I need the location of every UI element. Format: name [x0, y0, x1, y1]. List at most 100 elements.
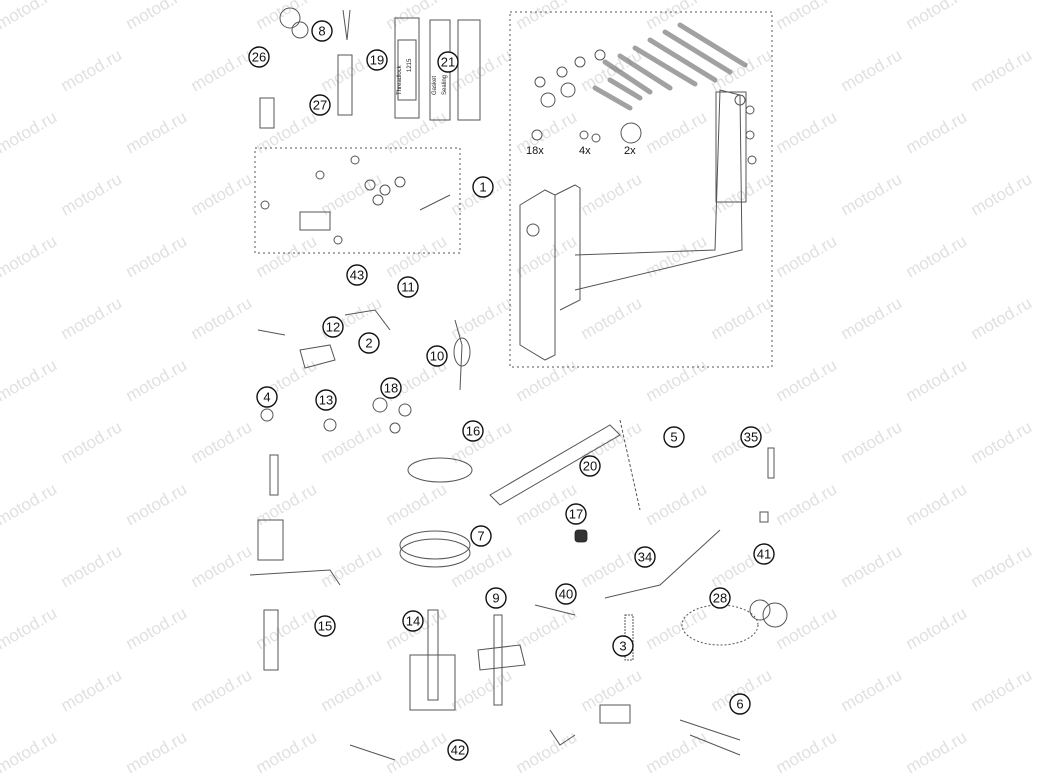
callout-42: 42: [447, 739, 469, 761]
svg-text:6: 6: [736, 697, 743, 712]
callout-4: 4: [256, 386, 278, 408]
svg-text:12: 12: [326, 320, 340, 335]
watermark-text: motod.ru: [123, 479, 191, 529]
watermark-text: motod.ru: [383, 479, 451, 529]
callout-16: 16: [462, 420, 484, 442]
watermark-text: motod.ru: [123, 355, 191, 405]
watermark-text: motod.ru: [513, 355, 581, 405]
work-stand-drawing: [509, 11, 773, 368]
watermark-text: motod.ru: [58, 541, 126, 591]
svg-text:15: 15: [318, 619, 332, 634]
watermark-text: motod.ru: [123, 0, 191, 33]
watermark-text: motod.ru: [253, 107, 321, 157]
quantity-label-2x: 2x: [624, 145, 636, 157]
lower-parts-drawing: [349, 447, 788, 761]
watermark-text: motod.ru: [188, 541, 256, 591]
watermark-text: motod.ru: [968, 169, 1036, 219]
watermark-text: motod.ru: [643, 231, 711, 281]
watermark-text: motod.ru: [903, 107, 971, 157]
watermark-text: motod.ru: [58, 45, 126, 95]
svg-text:14: 14: [406, 614, 420, 629]
watermark-text: motod.ru: [188, 45, 256, 95]
watermark-text: motod.ru: [123, 727, 191, 777]
watermark-text: motod.ru: [968, 45, 1036, 95]
bottle-label-gasket: Gasket: [432, 76, 438, 95]
watermark-text: motod.ru: [838, 417, 906, 467]
watermark-text: motod.ru: [968, 665, 1036, 715]
watermark-text: motod.ru: [643, 479, 711, 529]
watermark-text: motod.ru: [643, 107, 711, 157]
watermark-text: motod.ru: [383, 0, 451, 33]
watermark-text: motod.ru: [0, 479, 60, 529]
watermark-text: motod.ru: [383, 107, 451, 157]
part-drawings: Threadlock 1215 Gasket Sealing: [249, 7, 788, 761]
callout-12: 12: [322, 316, 344, 338]
svg-text:18: 18: [384, 381, 398, 396]
svg-text:3: 3: [619, 639, 626, 654]
watermark-text: motod.ru: [903, 0, 971, 33]
watermark-text: motod.ru: [448, 541, 516, 591]
watermark-text: motod.ru: [513, 231, 581, 281]
watermark-text: motod.ru: [643, 727, 711, 777]
watermark-text: motod.ru: [253, 727, 321, 777]
bottle-label-sealing: Sealing: [442, 75, 448, 95]
watermark-text: motod.ru: [773, 355, 841, 405]
watermark-text: motod.ru: [188, 417, 256, 467]
watermark-text: motod.ru: [253, 0, 321, 33]
mid-parts-drawing: [257, 309, 471, 434]
watermark-text: motod.ru: [968, 541, 1036, 591]
watermark-text: motod.ru: [838, 45, 906, 95]
watermark-text: motod.ru: [123, 603, 191, 653]
svg-text:13: 13: [319, 393, 333, 408]
watermark-text: motod.ru: [513, 727, 581, 777]
watermark-text: motod.ru: [253, 231, 321, 281]
watermark-text: motod.ru: [448, 293, 516, 343]
callout-14: 14: [402, 610, 424, 632]
watermark-text: motod.ru: [773, 231, 841, 281]
svg-text:26: 26: [252, 50, 266, 65]
watermark-text: motod.ru: [708, 293, 776, 343]
watermark-text: motod.ru: [123, 231, 191, 281]
puller-drawing: [249, 454, 341, 671]
svg-text:10: 10: [430, 349, 444, 364]
watermark-text: motod.ru: [578, 293, 646, 343]
ring-tools-drawing: [399, 419, 641, 568]
watermark-text: motod.ru: [708, 417, 776, 467]
svg-text:19: 19: [370, 53, 384, 68]
svg-text:41: 41: [757, 547, 771, 562]
svg-text:34: 34: [638, 550, 652, 565]
callout-6: 6: [729, 693, 751, 715]
watermark-text: motod.ru: [123, 107, 191, 157]
svg-text:7: 7: [477, 529, 484, 544]
watermark-text: motod.ru: [0, 231, 60, 281]
watermark-text: motod.ru: [0, 603, 60, 653]
callout-9: 9: [485, 587, 507, 609]
watermark-text: motod.ru: [578, 541, 646, 591]
callout-19: 19: [366, 49, 388, 71]
fittings-box-drawing: [254, 147, 461, 254]
svg-text:27: 27: [313, 98, 327, 113]
watermark-text: motod.ru: [968, 293, 1036, 343]
svg-text:9: 9: [492, 591, 499, 606]
watermark-text: motod.ru: [708, 45, 776, 95]
svg-text:43: 43: [350, 268, 364, 283]
watermark-text: motod.ru: [773, 0, 841, 33]
svg-text:28: 28: [713, 591, 727, 606]
watermark-text: motod.ru: [253, 603, 321, 653]
watermark-text: motod.ru: [903, 727, 971, 777]
watermark-text: motod.ru: [58, 169, 126, 219]
watermark-text: motod.ru: [643, 355, 711, 405]
watermark-text: motod.ru: [773, 727, 841, 777]
svg-text:1: 1: [479, 180, 486, 195]
svg-text:17: 17: [569, 507, 583, 522]
callout-2: 2: [358, 332, 380, 354]
watermark-text: motod.ru: [513, 603, 581, 653]
callout-34: 34: [634, 546, 656, 568]
svg-text:11: 11: [401, 280, 415, 295]
watermark-text: motod.ru: [643, 603, 711, 653]
watermark-text: motod.ru: [318, 665, 386, 715]
watermark-text: motod.ru: [58, 665, 126, 715]
quantity-label-18x: 18x: [526, 145, 544, 157]
callout-27: 27: [309, 94, 331, 116]
